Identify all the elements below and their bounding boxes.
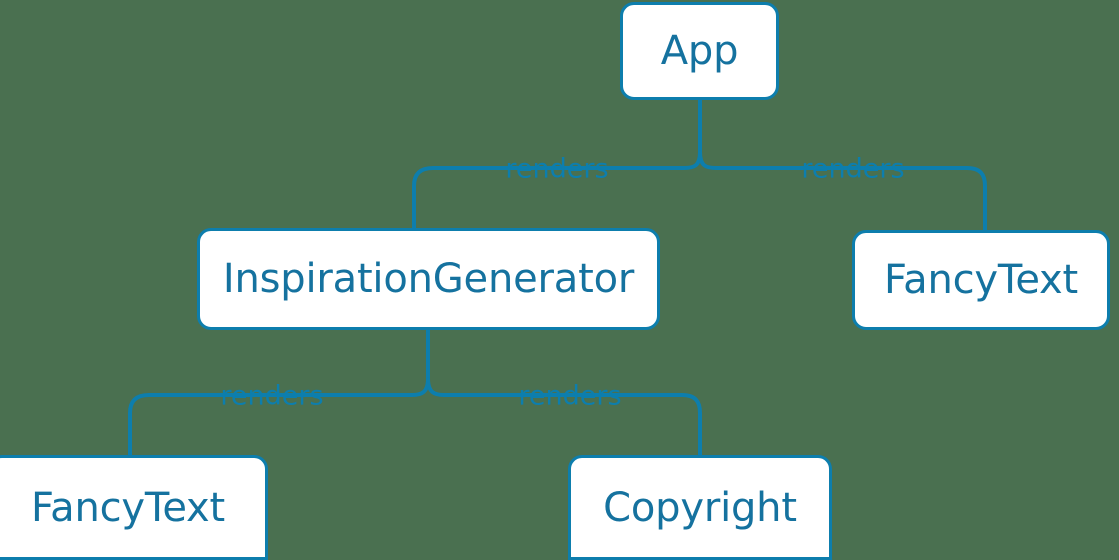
edge-label-inspirationgenerator-fancytext-bottom: renders (220, 380, 324, 412)
node-inspirationgenerator-label: InspirationGenerator (222, 256, 635, 302)
edge-label-inspirationgenerator-copyright: renders (518, 380, 622, 412)
node-fancytext-bottom-label: FancyText (31, 484, 225, 531)
node-copyright[interactable]: Copyright (568, 455, 832, 560)
node-fancytext-right[interactable]: FancyText (852, 230, 1110, 330)
edge-label-app-inspirationgenerator: renders (505, 153, 609, 185)
node-app[interactable]: App (620, 2, 779, 100)
node-inspirationgenerator[interactable]: InspirationGenerator (197, 228, 660, 330)
node-fancytext-right-label: FancyText (884, 257, 1078, 303)
node-app-label: App (660, 28, 739, 74)
edge-label-app-fancytext-right: renders (801, 153, 905, 185)
node-fancytext-bottom[interactable]: FancyText (0, 455, 268, 560)
node-copyright-label: Copyright (603, 484, 797, 531)
